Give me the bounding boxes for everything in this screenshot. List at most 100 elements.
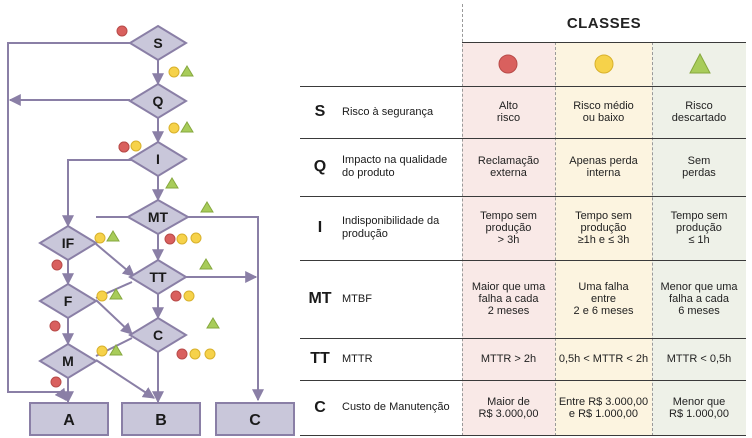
outcome-label-a: A	[63, 412, 75, 429]
red-circle-icon	[176, 348, 188, 360]
row-label: Indisponibilidade da produção	[342, 215, 440, 240]
node-label-i: I	[156, 151, 160, 167]
decision-flowchart: S Q I MT IF TT F C M A B C	[7, 24, 295, 436]
diamond-c: C	[128, 316, 188, 354]
red-circle-icon	[116, 25, 128, 37]
table-header-title: CLASSES	[566, 14, 642, 32]
red-circle-icon	[49, 320, 61, 332]
column-separator	[555, 42, 556, 436]
table-cell: Entre R$ 3.000,00 e R$ 1.000,00	[558, 395, 649, 420]
red-circle-icon	[51, 259, 63, 271]
yellow-circle-icon	[190, 232, 202, 244]
header-line	[462, 42, 746, 43]
table-cell: 0,5h < MTTR < 2h	[558, 353, 649, 365]
yellow-circle-icon	[204, 348, 216, 360]
table-cell: Reclamação externa	[477, 155, 540, 179]
green-triangle-icon	[180, 65, 194, 77]
row-separator	[300, 86, 746, 87]
green-triangle-icon	[200, 201, 214, 213]
yellow-circle-icon	[168, 122, 180, 134]
row-code: TT	[310, 350, 330, 367]
row-separator	[300, 435, 746, 436]
row-code: C	[314, 398, 326, 416]
column-separator	[462, 4, 463, 436]
red-circle-icon	[164, 233, 176, 245]
outcome-box-b: B	[121, 402, 201, 436]
row-code: S	[314, 103, 326, 120]
diamond-if: IF	[38, 224, 98, 262]
row-code: MT	[308, 290, 332, 307]
table-cell: Maior de R$ 3.000,00	[478, 395, 539, 420]
red-circle-icon	[498, 54, 518, 74]
header-band	[462, 4, 746, 42]
column-bg-red	[462, 4, 555, 436]
flow-connectors	[7, 42, 264, 404]
table-cell: Menor que R$ 1.000,00	[669, 395, 729, 420]
diamond-s: S	[128, 24, 188, 62]
green-triangle-icon	[206, 317, 220, 329]
row-separator	[300, 138, 746, 139]
node-label-mt: MT	[148, 209, 169, 225]
yellow-circle-icon	[183, 290, 195, 302]
column-bg-yellow	[555, 4, 652, 436]
node-label-s: S	[153, 35, 162, 51]
table-cell: Tempo sem produção > 3h	[480, 210, 537, 246]
table-cell: MTTR > 2h	[480, 353, 537, 365]
node-label-m: M	[62, 353, 74, 369]
row-separator	[300, 338, 746, 339]
yellow-circle-icon	[96, 290, 108, 302]
table-cell: Menor que uma falha a cada 6 meses	[660, 281, 738, 317]
column-separator	[652, 42, 653, 436]
table-cell: Alto risco	[496, 100, 521, 124]
row-separator	[300, 380, 746, 381]
yellow-circle-icon	[176, 233, 188, 245]
yellow-circle-icon	[189, 348, 201, 360]
green-triangle-icon	[180, 121, 194, 133]
column-bg-green	[652, 4, 746, 436]
table-cell: Risco descartado	[671, 100, 727, 124]
table-cell: Risco médio ou baixo	[573, 100, 634, 124]
flow-markers	[49, 25, 220, 388]
row-label: MTBF	[342, 292, 372, 305]
yellow-circle-icon	[130, 140, 142, 152]
node-label-c: C	[153, 327, 163, 343]
diamond-i: I	[128, 140, 188, 178]
diamond-m: M	[38, 342, 98, 380]
diamond-mt: MT	[125, 198, 191, 236]
row-code: I	[317, 219, 323, 236]
table-cell: Uma falha entre 2 e 6 meses	[573, 281, 634, 317]
green-triangle-icon	[109, 344, 123, 356]
green-triangle-icon	[199, 258, 213, 270]
diamond-q: Q	[128, 82, 188, 120]
green-triangle-icon	[165, 177, 179, 189]
row-separator	[300, 260, 746, 261]
row-code: Q	[313, 158, 327, 175]
red-circle-icon	[50, 376, 62, 388]
table-cell: Tempo sem produção ≤ 1h	[670, 210, 728, 246]
row-label: Custo de Manutenção	[342, 401, 450, 413]
node-label-tt: TT	[149, 269, 167, 285]
yellow-circle-icon	[594, 54, 614, 74]
green-triangle-icon	[109, 288, 123, 300]
outcome-box-c: C	[215, 402, 295, 436]
node-label-q: Q	[153, 93, 164, 109]
classes-table: CLASSES S Risco à segurança Alto risco R…	[300, 4, 746, 436]
yellow-circle-icon	[168, 66, 180, 78]
row-label: Risco à segurança	[342, 105, 434, 118]
red-circle-icon	[118, 141, 130, 153]
outcome-label-c: C	[249, 412, 261, 429]
class-icons	[498, 52, 711, 74]
diamond-f: F	[38, 282, 98, 320]
table-cell: Tempo sem produção ≥1h e ≤ 3h	[575, 210, 632, 246]
table-cell: Apenas perda interna	[569, 155, 638, 179]
green-triangle-icon	[689, 52, 711, 74]
diamond-tt: TT	[128, 258, 188, 296]
row-label: MTTR	[342, 352, 373, 365]
red-circle-icon	[170, 290, 182, 302]
green-triangle-icon	[106, 230, 120, 242]
table-cell: MTTR < 0,5h	[666, 353, 732, 365]
node-label-if: IF	[62, 235, 75, 251]
outcome-label-b: B	[155, 412, 167, 429]
table-cell: Maior que uma falha a cada 2 meses	[471, 281, 546, 317]
yellow-circle-icon	[96, 345, 108, 357]
